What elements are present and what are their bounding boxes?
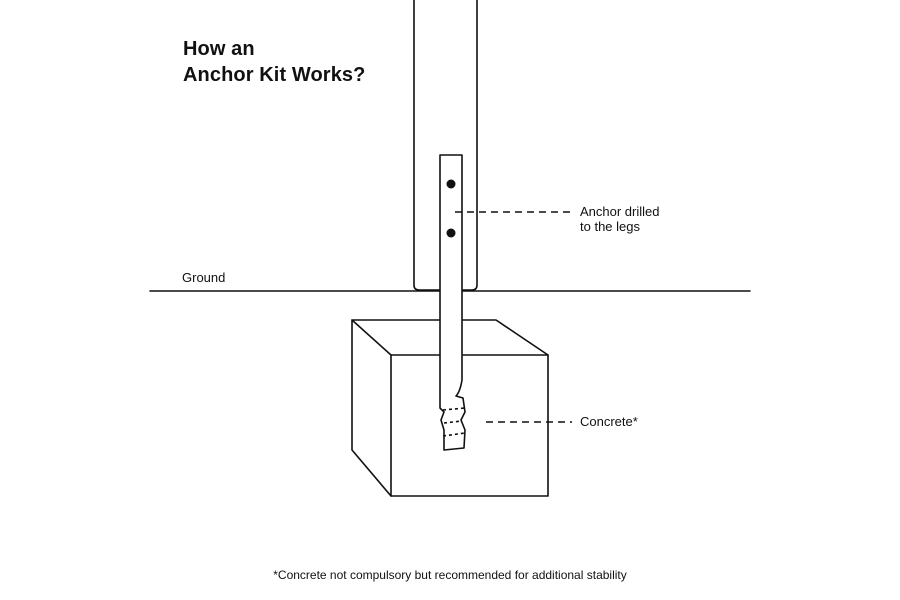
anchor-label-line-2: to the legs xyxy=(580,219,640,234)
strap-bend-1 xyxy=(442,407,466,411)
concrete-label: Concrete* xyxy=(580,414,638,429)
diagram-title: How an Anchor Kit Works? xyxy=(183,36,365,88)
ground-label: Ground xyxy=(182,270,226,285)
anchor-label: Anchor drilled to the legs xyxy=(580,204,660,234)
concrete-block-top xyxy=(351,319,549,356)
bolt-hole-upper xyxy=(446,179,456,189)
anchor-strap xyxy=(439,154,466,451)
concrete-block-front xyxy=(390,354,549,497)
title-line-1: How an xyxy=(183,38,255,60)
strap-bend-3 xyxy=(442,432,466,437)
title-line-2: Anchor Kit Works? xyxy=(183,64,366,86)
anchor-label-line-1: Anchor drilled xyxy=(580,204,660,219)
concrete-block-side xyxy=(351,319,392,497)
footnote: *Concrete not compulsory but recommended… xyxy=(273,568,627,582)
bolt-hole-lower xyxy=(446,228,456,238)
